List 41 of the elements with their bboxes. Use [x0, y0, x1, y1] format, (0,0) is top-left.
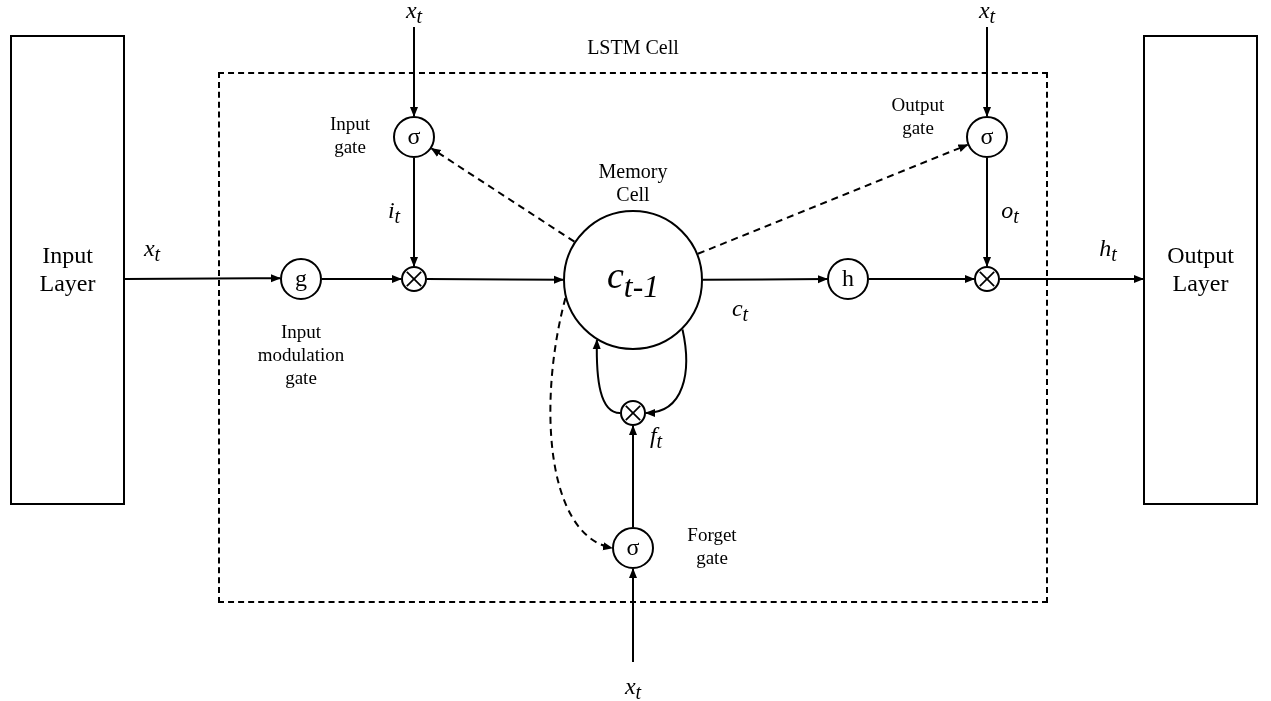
activation-circle: [827, 258, 869, 300]
layer-box: [10, 35, 125, 505]
cell-state-symbol: c$_{t-1}$: [605, 254, 660, 306]
multiply-circle: [401, 266, 427, 292]
gate-circle: [612, 527, 654, 569]
multiply-circle: [620, 400, 646, 426]
layer-box: [1143, 35, 1258, 505]
node-label: Output Layer: [1166, 242, 1235, 298]
node-label: h: [841, 265, 855, 293]
arrow: [321, 275, 402, 283]
node-label: g: [294, 265, 308, 293]
multiply-circle: [974, 266, 1000, 292]
arrow: [645, 328, 688, 417]
gate-circle: [393, 116, 435, 158]
heading: Memory Cell: [597, 160, 669, 206]
arrow: [868, 275, 975, 283]
arrow: [983, 26, 991, 117]
node-label: σ: [406, 123, 422, 151]
arrow: [999, 275, 1144, 283]
gate-circle: [280, 258, 322, 300]
gate-caption: Input modulation gate: [256, 321, 346, 390]
arrow: [410, 157, 418, 267]
heading: LSTM Cell: [586, 36, 680, 59]
node-label: σ: [979, 123, 995, 151]
arrow: [983, 157, 991, 267]
node-label: Input Layer: [38, 242, 97, 298]
node-label: σ: [625, 534, 641, 562]
arrow: [696, 143, 969, 255]
arrow: [124, 274, 281, 283]
gate-caption: Output gate: [890, 94, 946, 140]
arrow: [430, 147, 576, 243]
arrow: [426, 275, 564, 284]
arrow: [702, 275, 828, 284]
gate-caption: Forget gate: [686, 524, 738, 570]
arrow: [629, 425, 637, 528]
arrow: [410, 26, 418, 117]
gate-circle: [966, 116, 1008, 158]
arrow: [549, 297, 613, 549]
arrow: [629, 568, 637, 663]
gate-caption: Input gate: [328, 113, 372, 159]
arrow: [592, 339, 621, 414]
